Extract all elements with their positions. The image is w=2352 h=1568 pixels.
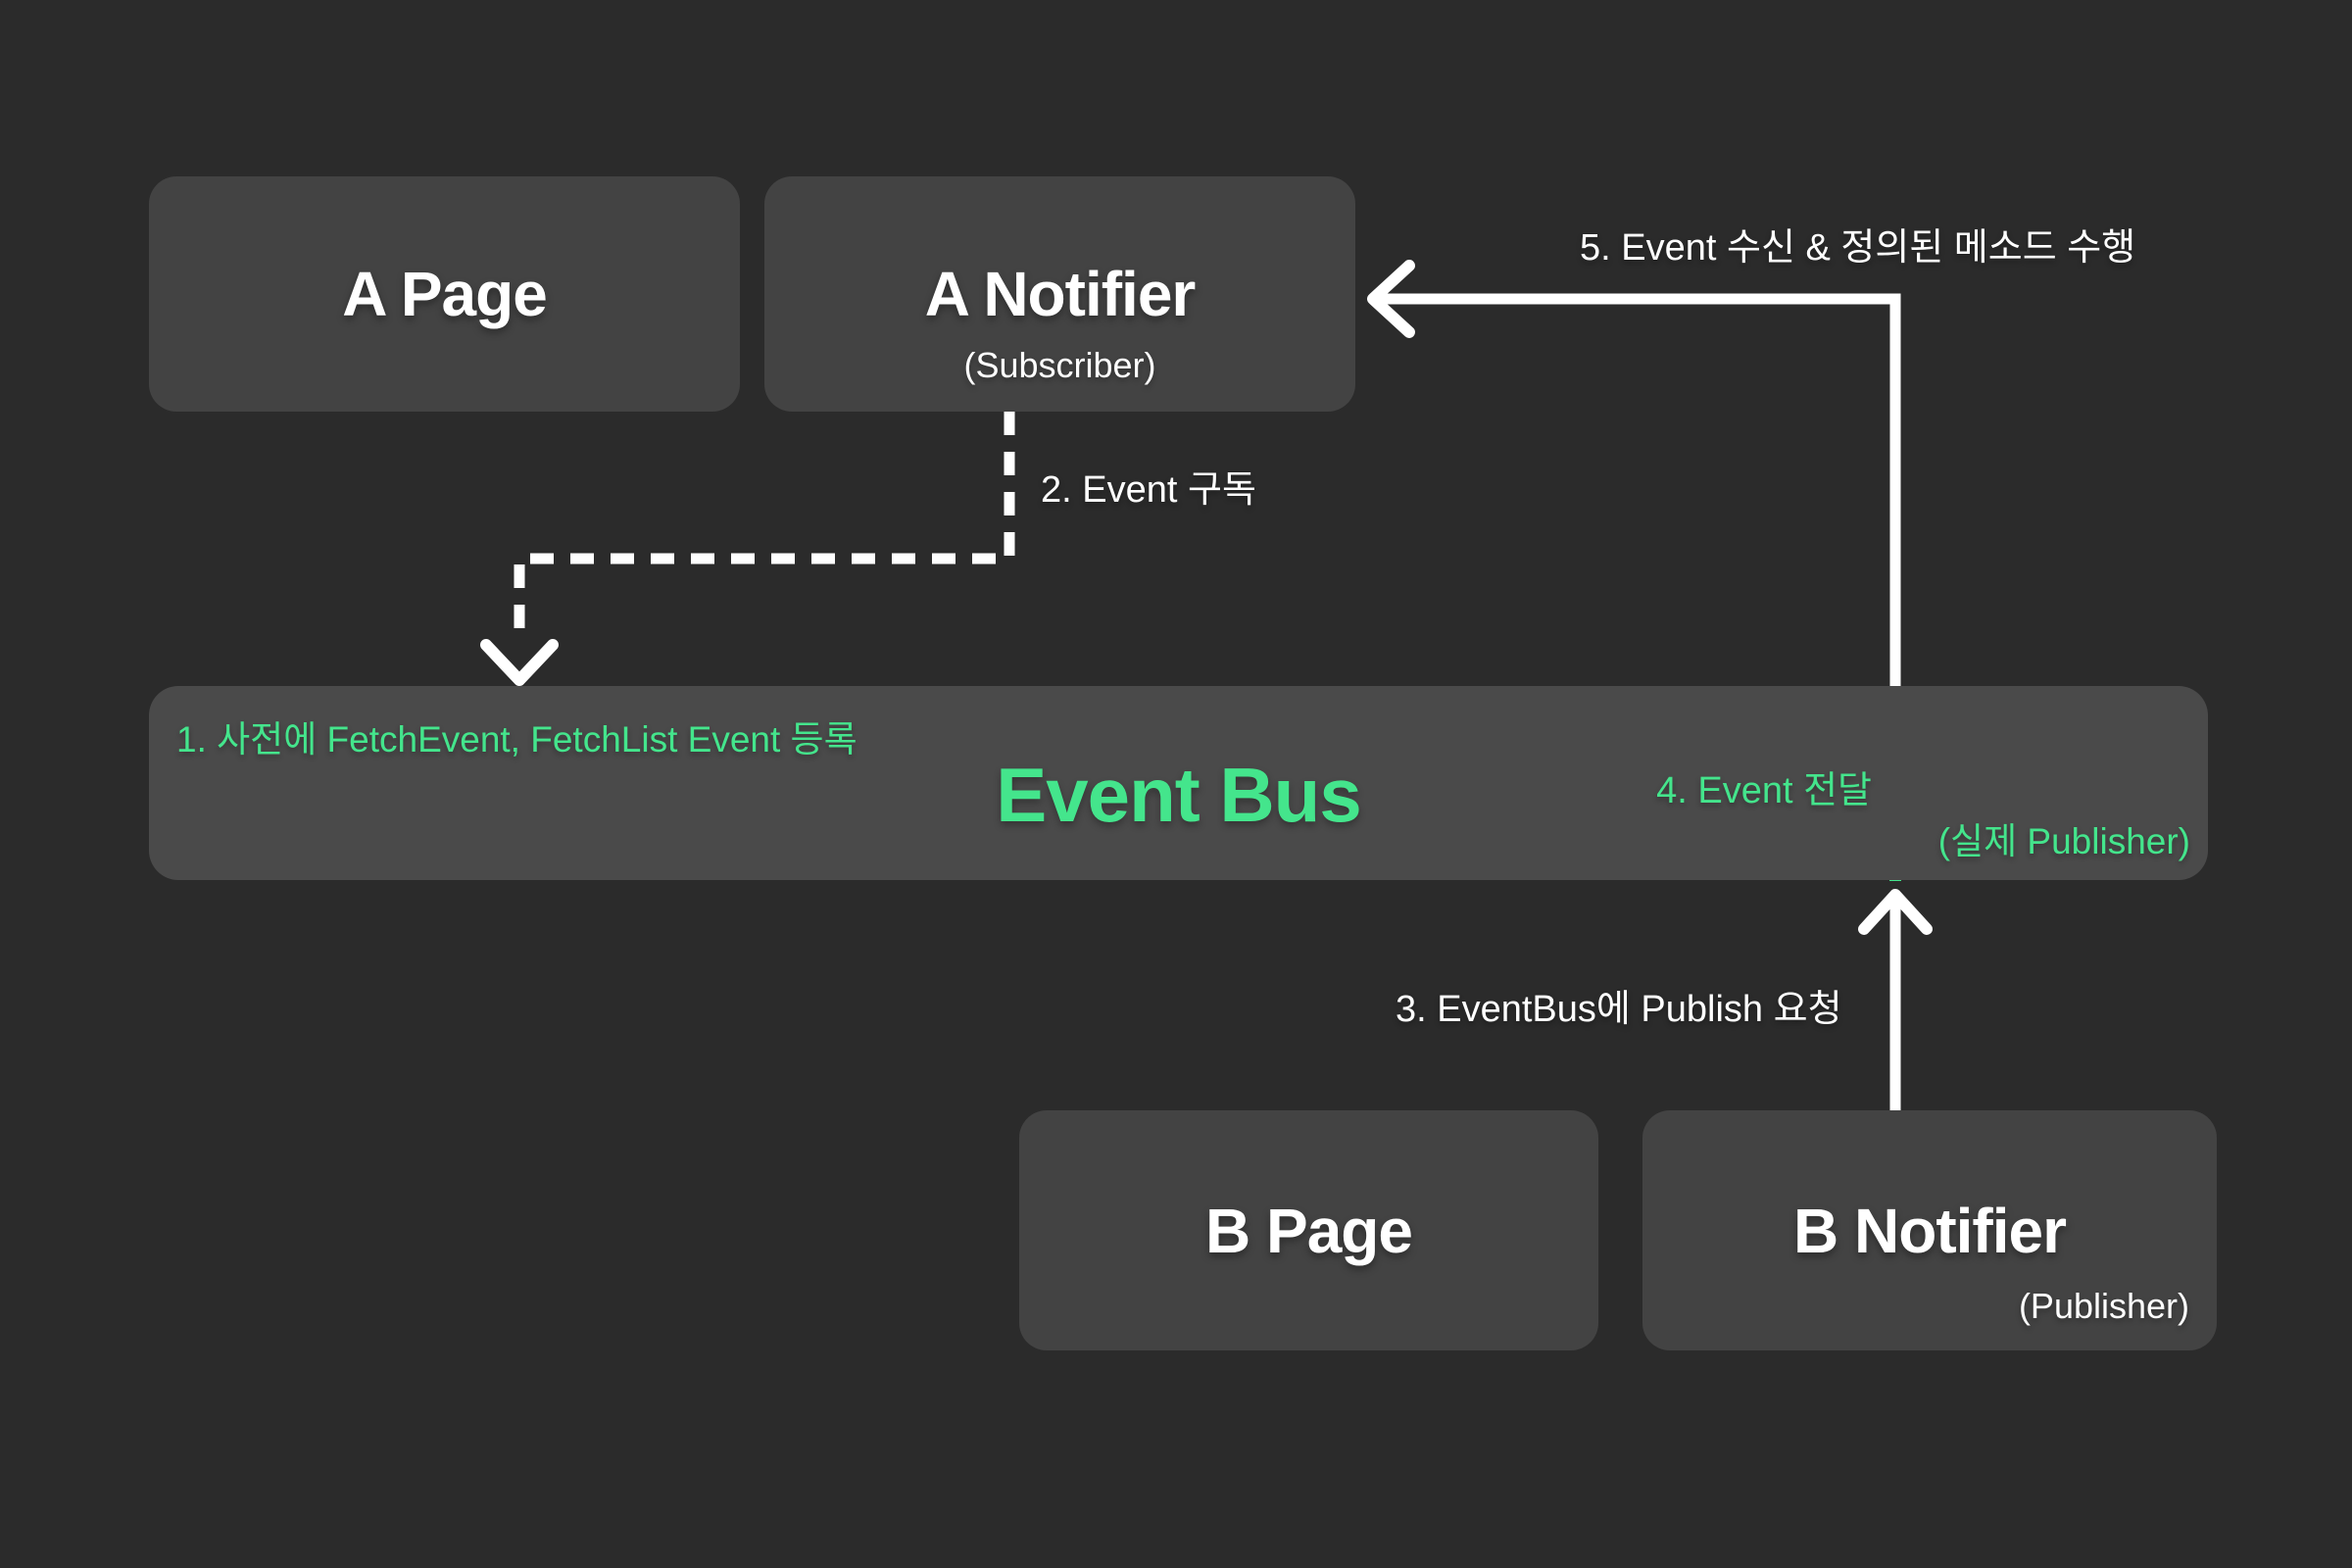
node-a-notifier-label: A Notifier — [924, 259, 1197, 329]
edge-label-receive: 5. Event 수신 & 정의된 메소드 수행 — [1580, 227, 2136, 269]
publish-arrowhead-up-icon — [1858, 889, 1933, 935]
event-bus-register-note: 1. 사전에 FetchEvent, FetchList Event 등록 — [176, 719, 858, 760]
subscribe-arrowhead-down-icon — [480, 639, 559, 686]
node-a-notifier: A Notifier (Subscriber) — [764, 176, 1355, 412]
edge-label-publish: 3. EventBus에 Publish 요청 — [1396, 989, 1842, 1030]
node-b-notifier: B Notifier (Publisher) — [1642, 1110, 2217, 1350]
node-b-notifier-sublabel: (Publisher) — [2018, 1286, 2189, 1326]
node-a-notifier-sublabel: (Subscriber) — [963, 345, 1156, 385]
subscribe-dashed-path — [514, 412, 1015, 639]
node-b-notifier-label: B Notifier — [1793, 1195, 2067, 1266]
node-a-page: A Page — [149, 176, 740, 412]
edge-label-subscribe: 2. Event 구독 — [1041, 469, 1256, 511]
node-a-page-label: A Page — [342, 259, 548, 329]
receive-arrowhead-left-icon — [1367, 260, 1415, 338]
node-b-page-label: B Page — [1205, 1195, 1413, 1266]
node-b-page: B Page — [1019, 1110, 1598, 1350]
event-bus-actual-publisher-note: (실제 Publisher) — [1937, 821, 2190, 861]
node-event-bus: 1. 사전에 FetchEvent, FetchList Event 등록 Ev… — [149, 686, 2208, 880]
node-event-bus-label: Event Bus — [996, 752, 1361, 838]
receive-arrow-path — [1376, 293, 1901, 686]
event-bus-deliver-note: 4. Event 전달 — [1656, 770, 1872, 811]
